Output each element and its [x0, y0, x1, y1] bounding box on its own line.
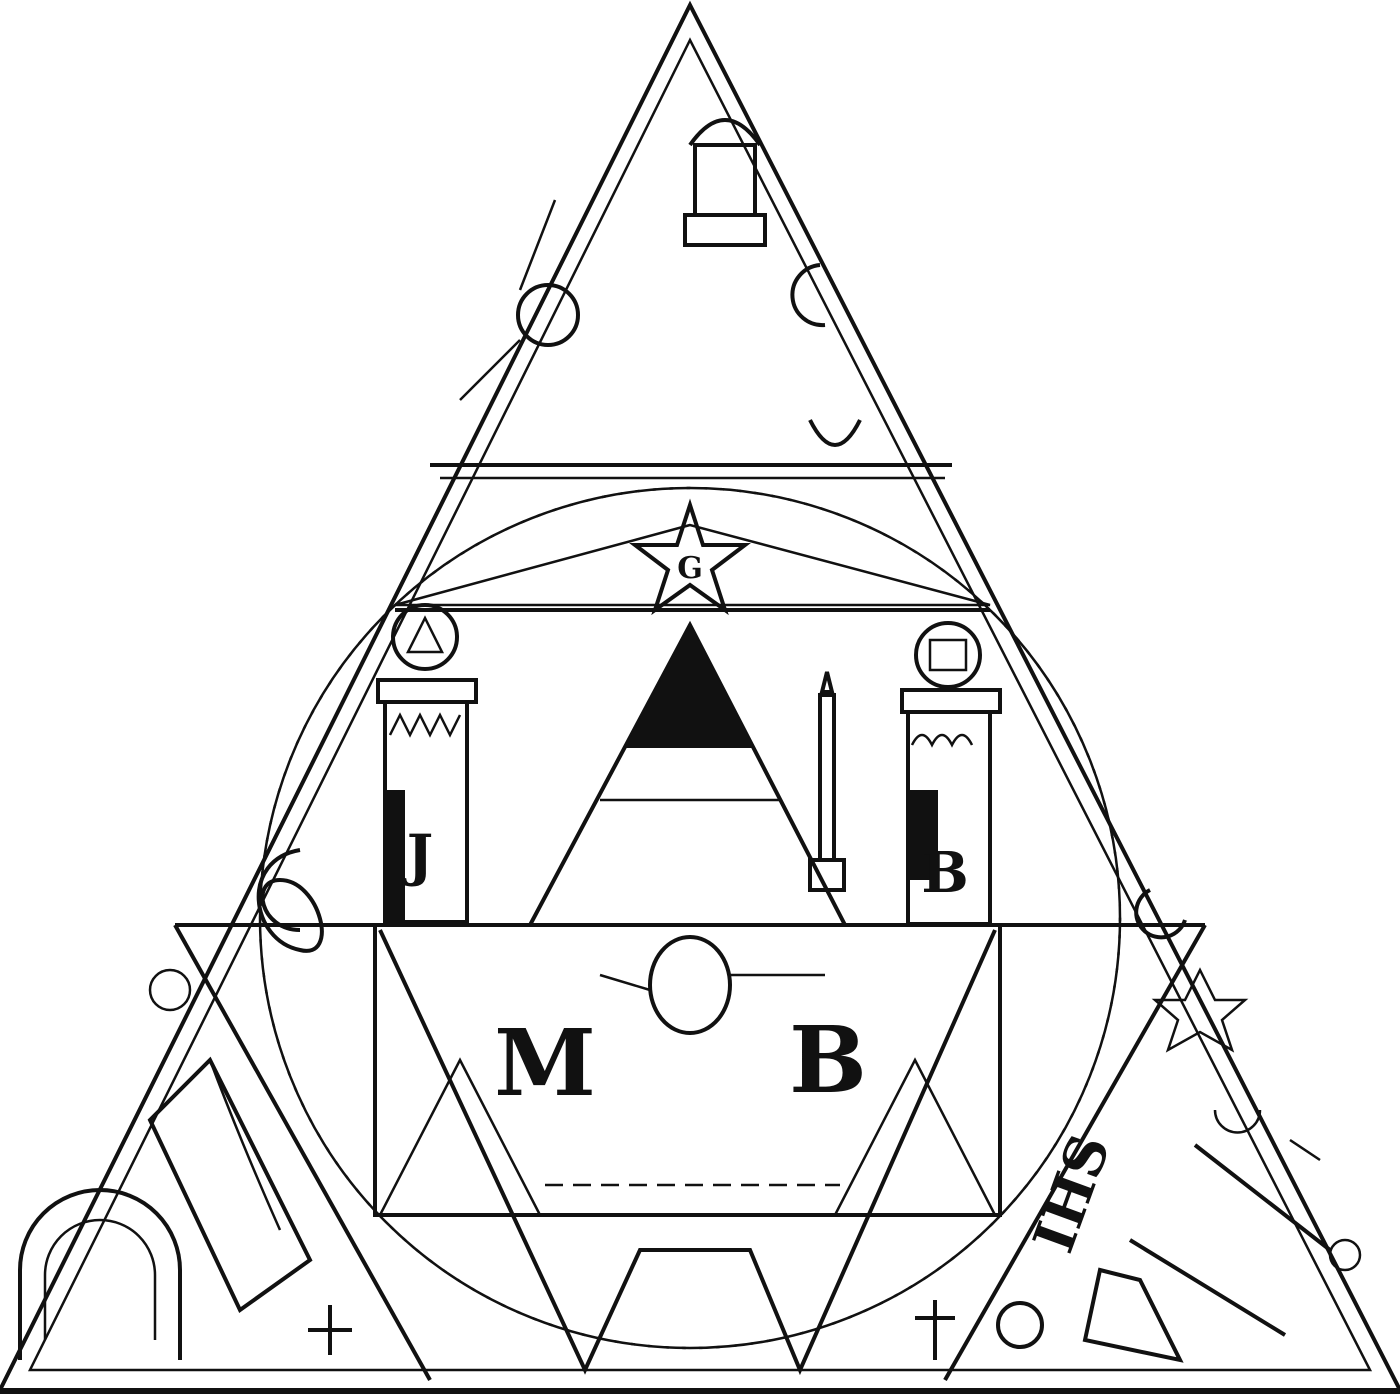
radiant-eye-icon [996, 1301, 1044, 1349]
moon-icon [790, 263, 826, 328]
crescent-icon [1134, 888, 1187, 940]
mercury-symbol-icon [808, 419, 862, 447]
cross-icon-right [915, 1300, 955, 1360]
pillar-jachin: J [376, 603, 478, 924]
pillar-left-letter: J [402, 823, 434, 889]
inner-triangle-border [27, 37, 1373, 1372]
lamp-icon [1213, 1109, 1321, 1162]
ihs-monogram: IHS [1021, 1126, 1124, 1261]
central-pyramid [526, 620, 849, 927]
ark-icon [683, 118, 767, 247]
lower-left-letter: M [494, 1009, 596, 1117]
bell-icon [1082, 1267, 1184, 1363]
lower-right-letter: B [789, 1006, 867, 1114]
pillar-right-letter: B [921, 840, 968, 906]
crown-of-thorns-icon [148, 968, 192, 1012]
pillar-boaz: B [900, 621, 1002, 926]
skull-face-icon [599, 935, 825, 1035]
star-with-g: G [629, 498, 751, 616]
sun-icon [459, 199, 580, 401]
serpent-knot-icon [256, 848, 324, 953]
star-letter: G [677, 551, 703, 586]
star-of-david-icon [1151, 967, 1249, 1053]
arch-pedestal-icon [18, 1056, 313, 1360]
top-celestial-section [430, 118, 952, 480]
branch-icon [208, 1059, 282, 1231]
pediment [394, 523, 991, 607]
mallet-icon [1128, 1238, 1287, 1337]
candle-icon [808, 671, 846, 892]
hammer-icon [1193, 1143, 1362, 1272]
lower-panel: M B [373, 923, 1002, 1376]
cross-icon-left [308, 1305, 352, 1355]
